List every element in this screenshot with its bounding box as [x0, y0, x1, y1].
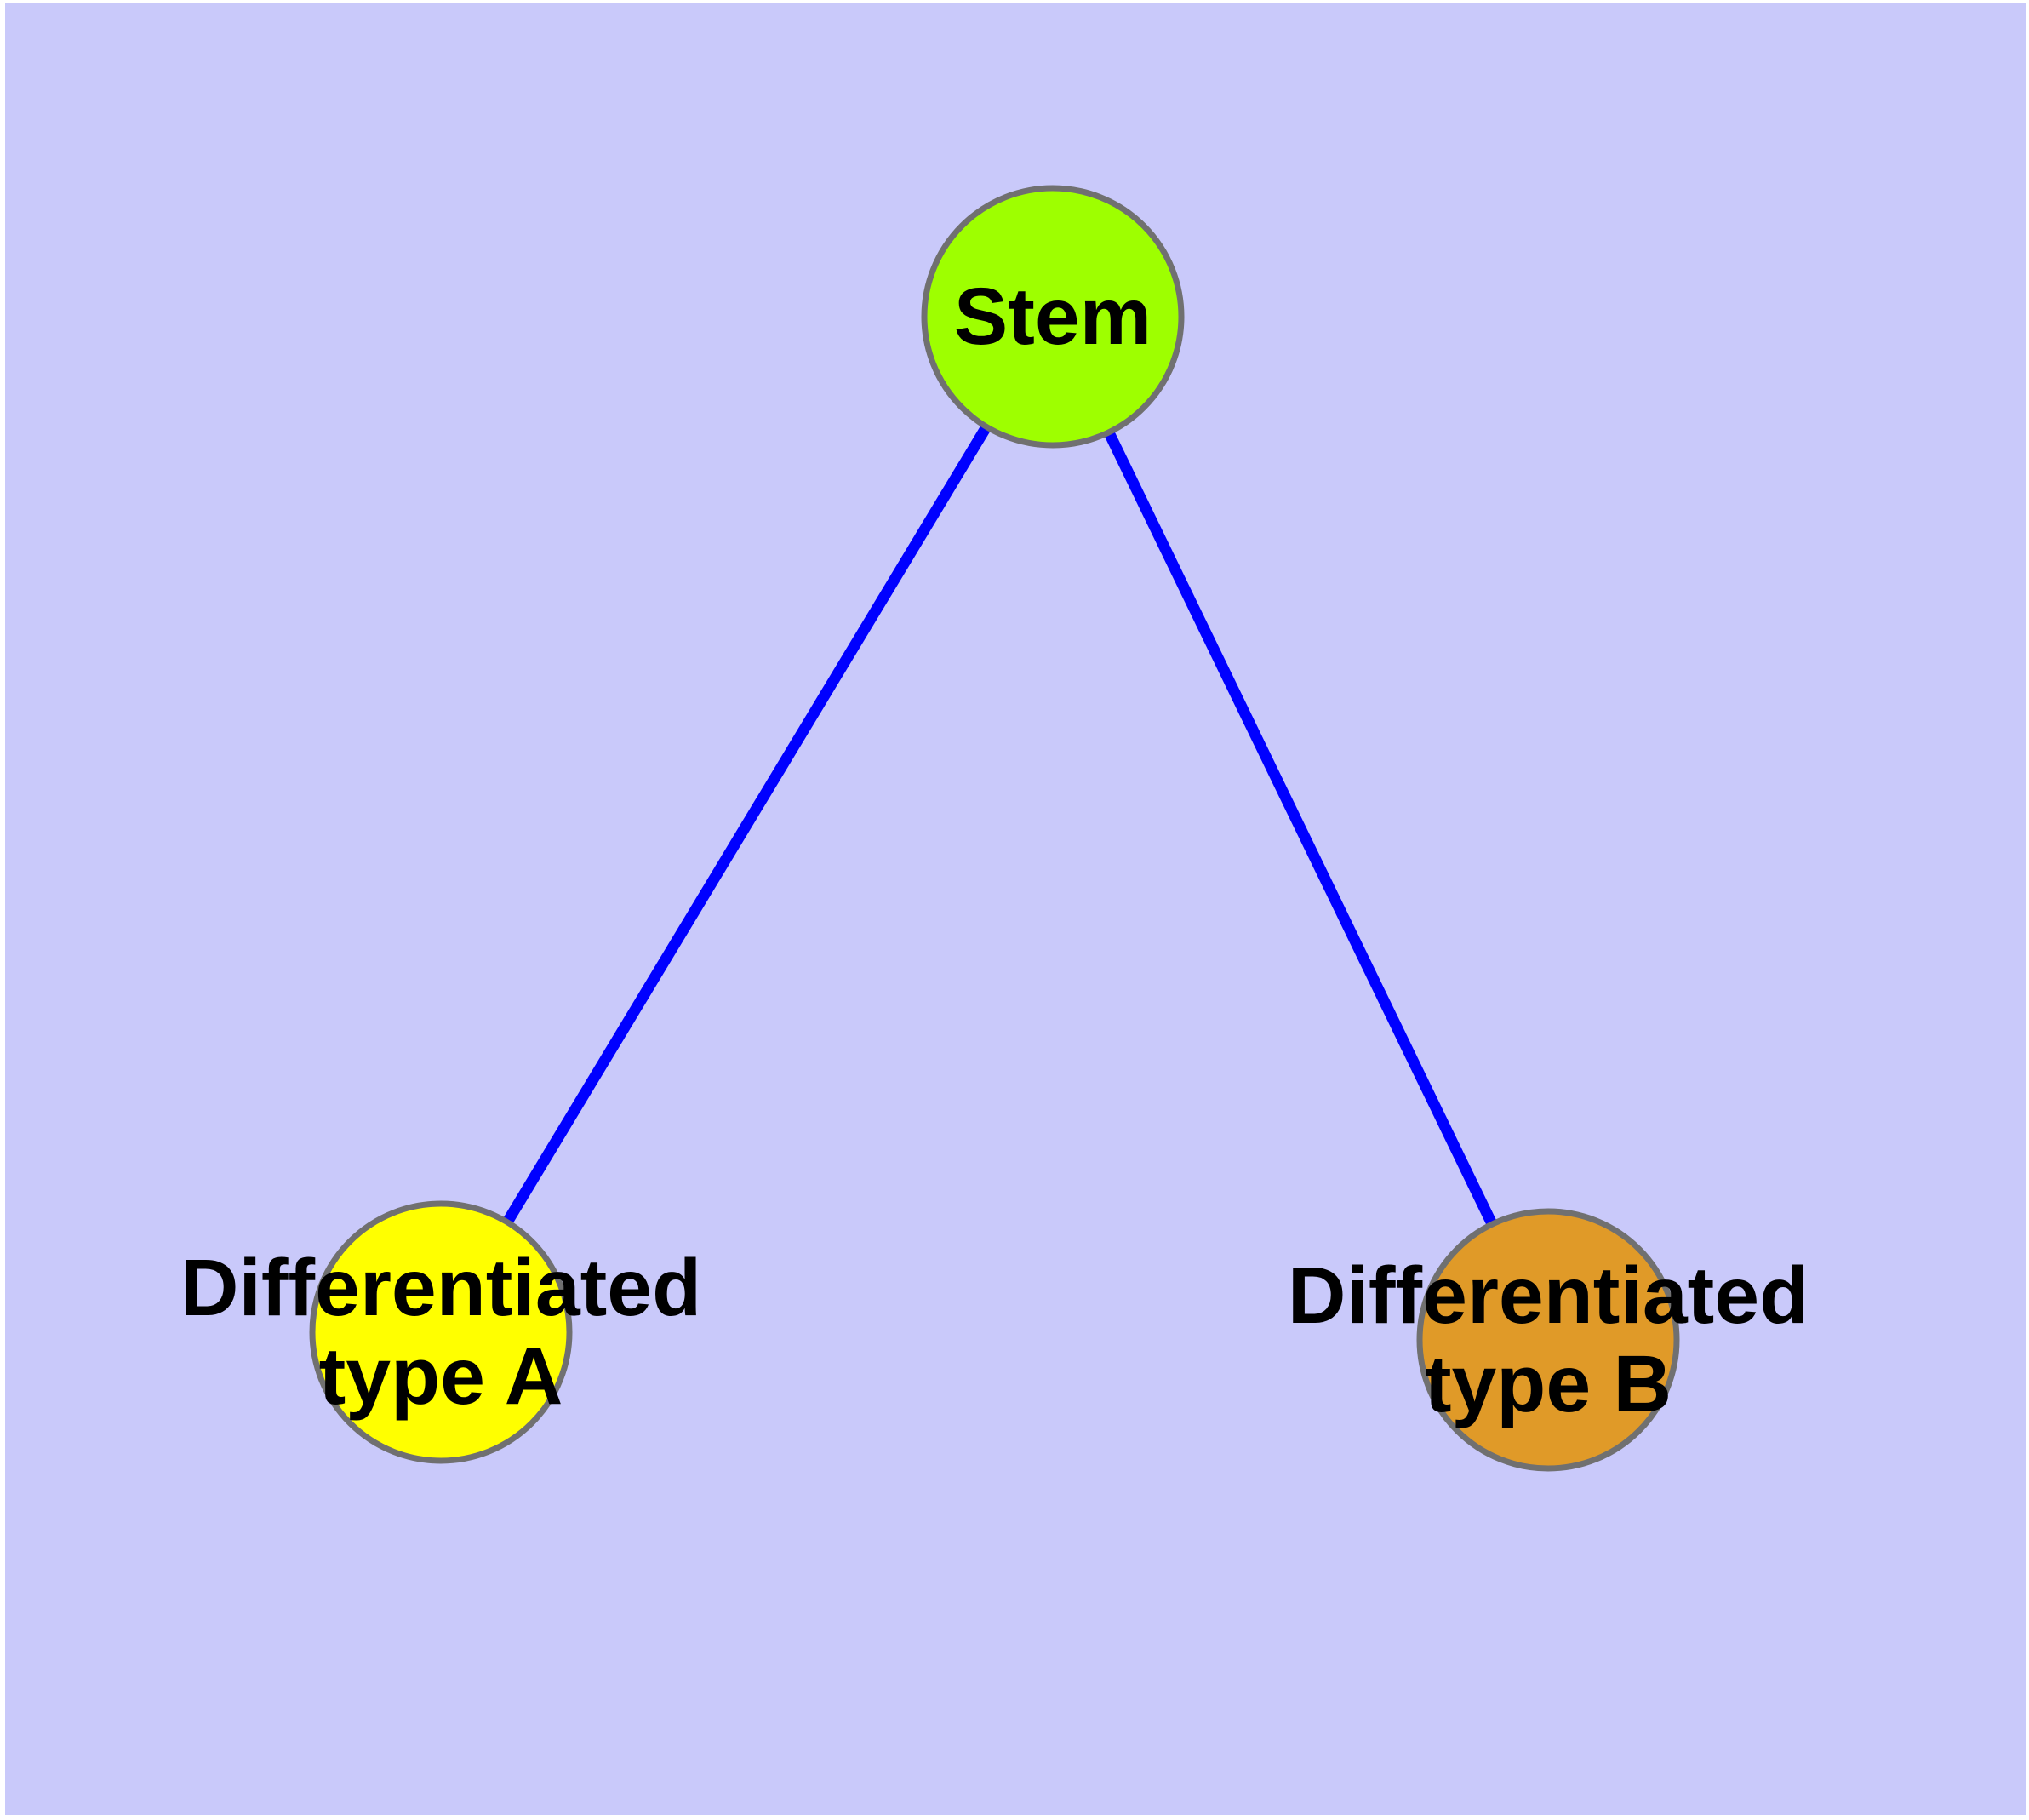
graph-node-diff-a[interactable] — [309, 1200, 573, 1464]
graph-edge[interactable] — [500, 421, 993, 1228]
graph-node-diff-b[interactable] — [1416, 1208, 1680, 1472]
edges-layer — [500, 421, 1499, 1230]
node-label-line: type B — [1425, 1339, 1672, 1429]
nodes-layer — [309, 185, 1680, 1472]
graph-edge[interactable] — [1102, 426, 1499, 1230]
node-label-line: Differentiated — [1288, 1251, 1809, 1341]
node-label-line: Differentiated — [180, 1243, 701, 1333]
graph-node-stem[interactable] — [921, 185, 1185, 449]
node-label-line: Stem — [954, 272, 1152, 362]
node-label-line: type A — [319, 1331, 563, 1422]
graph-node-label-stem: Stem — [954, 272, 1152, 362]
